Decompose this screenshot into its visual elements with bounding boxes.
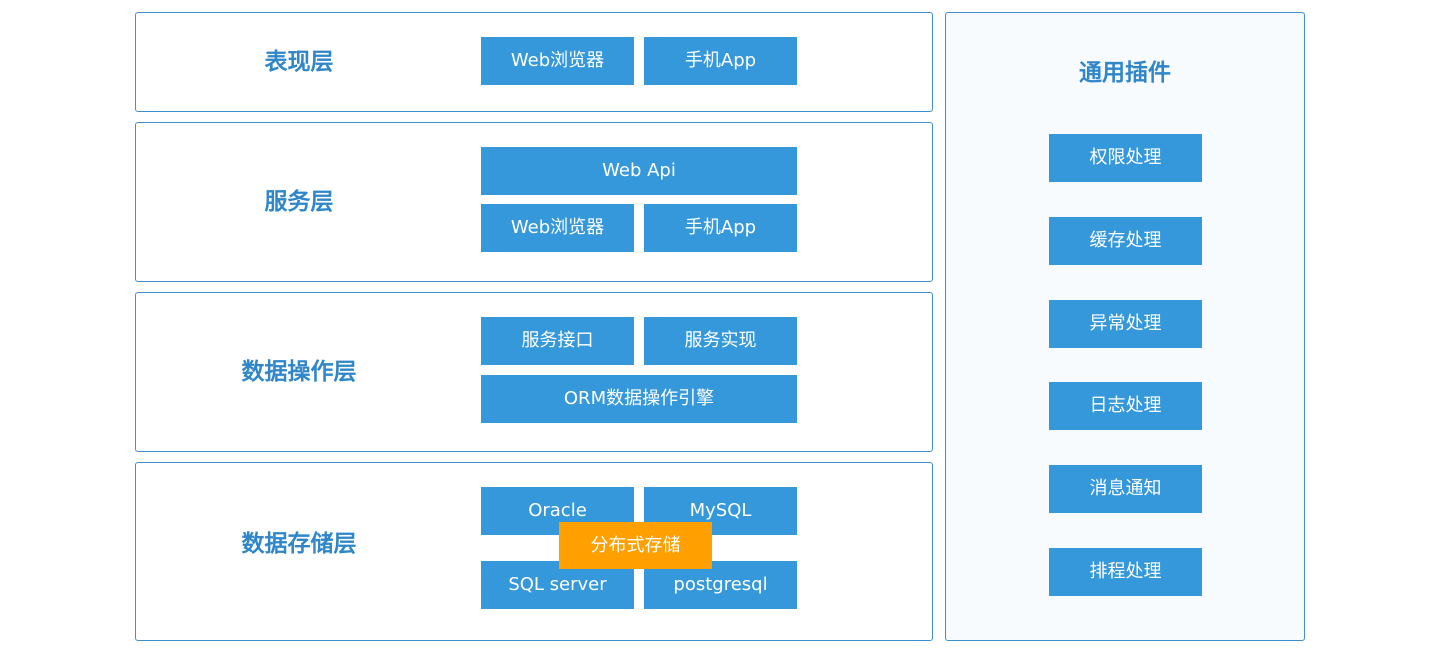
plugin-notification: 消息通知 <box>1049 465 1202 513</box>
box-service-implementation: 服务实现 <box>644 317 797 365</box>
layer-title-data-operation: 数据操作层 <box>241 359 357 385</box>
layer-data-operation: 数据操作层 服务接口 服务实现 ORM数据操作引擎 <box>135 292 933 452</box>
box-oracle: Oracle <box>481 487 634 535</box>
layer-title-presentation: 表现层 <box>264 49 334 75</box>
box-orm-engine: ORM数据操作引擎 <box>481 375 797 423</box>
layer-data-storage: 数据存储层 Oracle MySQL SQL server postgresql… <box>135 462 933 641</box>
plugin-cache: 缓存处理 <box>1049 217 1202 265</box>
layer-title-service: 服务层 <box>264 189 334 215</box>
layer-presentation: 表现层 Web浏览器 手机App <box>135 12 933 112</box>
box-distributed-storage: 分布式存储 <box>559 522 712 569</box>
box-web-browser: Web浏览器 <box>481 37 634 85</box>
layer-service: 服务层 Web Api Web浏览器 手机App <box>135 122 933 282</box>
box-mobile-app: 手机App <box>644 37 797 85</box>
box-service-interface: 服务接口 <box>481 317 634 365</box>
plugins-panel: 通用插件 权限处理 缓存处理 异常处理 日志处理 消息通知 排程处理 <box>945 12 1305 641</box>
plugins-title: 通用插件 <box>1079 60 1171 86</box>
box-mobile-app: 手机App <box>644 204 797 252</box>
box-web-api: Web Api <box>481 147 797 195</box>
box-postgresql: postgresql <box>644 561 797 609</box>
plugin-exception: 异常处理 <box>1049 300 1202 348</box>
layer-title-data-storage: 数据存储层 <box>241 531 357 557</box>
plugin-permission: 权限处理 <box>1049 134 1202 182</box>
plugin-logging: 日志处理 <box>1049 382 1202 430</box>
plugin-scheduling: 排程处理 <box>1049 548 1202 596</box>
box-web-browser: Web浏览器 <box>481 204 634 252</box>
box-sql-server: SQL server <box>481 561 634 609</box>
